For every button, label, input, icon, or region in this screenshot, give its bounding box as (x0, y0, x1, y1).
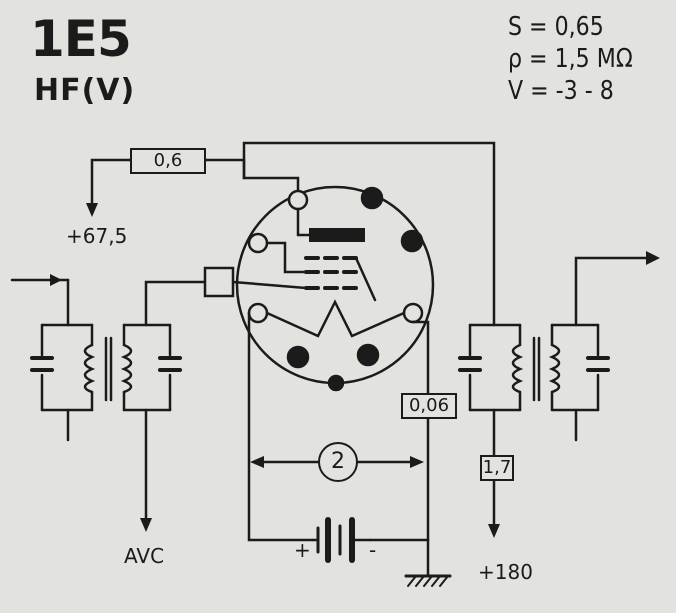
param-v: V = -3 - 8 (508, 76, 614, 106)
avc-line (140, 408, 152, 532)
plate-supply-lead (488, 408, 500, 538)
input-arrow (10, 274, 70, 327)
tube-envelope (231, 185, 435, 392)
param-rho: ρ = 1,5 MΩ (508, 44, 633, 74)
tube-type: 1E5 (30, 10, 132, 68)
param-s: S = 0,65 (508, 12, 604, 42)
battery-plus-label: + (294, 538, 311, 562)
input-transformer (30, 323, 182, 442)
screen-supply-label: +67,5 (66, 224, 128, 248)
plate-current-box: 1,7 (480, 455, 514, 481)
filament-voltage-circle: 2 (318, 442, 358, 482)
output-transformer (458, 251, 660, 442)
battery-minus-label: - (369, 538, 377, 562)
avc-label: AVC (124, 544, 165, 568)
tube-function: HF(V) (34, 73, 136, 108)
plate-supply-label: +180 (478, 560, 533, 584)
grid-lead (144, 266, 235, 327)
filament-current-box: 0,06 (401, 393, 457, 419)
screen-current-box: 0,6 (130, 148, 206, 174)
plate-lead (242, 141, 496, 327)
filament-circuit (247, 311, 452, 587)
